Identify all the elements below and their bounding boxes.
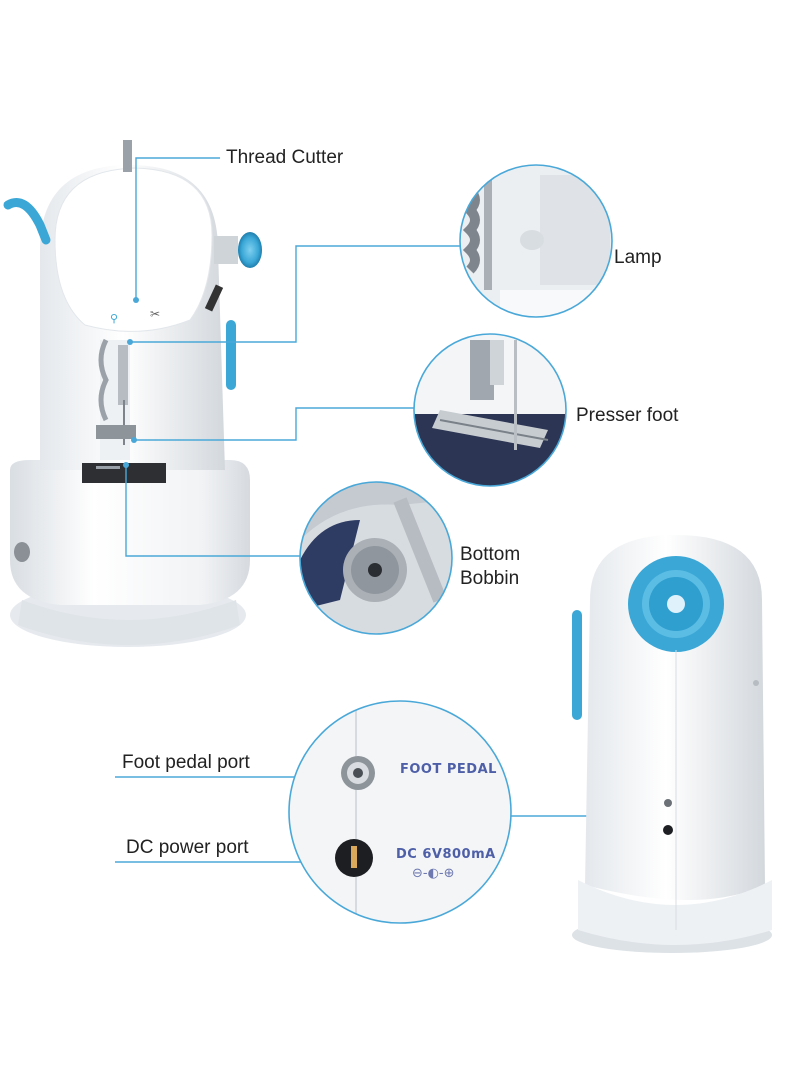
thread-cutter-label: Thread Cutter: [226, 147, 344, 168]
lamp-closeup: [459, 164, 613, 318]
bottom-bobbin-line1: Bottom: [460, 544, 521, 565]
bobbin-closeup: [299, 481, 453, 635]
dc-rating-printed-text: DC 6V800mA: [396, 847, 496, 862]
polarity-symbol: ⊖-◐-⊕: [412, 866, 455, 881]
dc-power-port-label: DC power port: [126, 837, 249, 858]
ports-closeup: [288, 700, 512, 924]
lamp-label: Lamp: [614, 247, 662, 268]
bottom-bobbin-label: Bottom Bobbin: [460, 543, 520, 591]
sewing-machine-front: ⚲ ✂: [3, 140, 262, 647]
svg-text:✂: ✂: [150, 307, 160, 321]
presser-foot-label: Presser foot: [576, 405, 679, 426]
bottom-bobbin-line2: Bobbin: [460, 568, 520, 589]
presser-foot-closeup: [413, 333, 567, 487]
foot-pedal-port-label: Foot pedal port: [122, 752, 250, 773]
foot-pedal-printed-text: FOOT PEDAL: [400, 762, 497, 777]
svg-text:⚲: ⚲: [110, 312, 118, 325]
sewing-machine-rear: [572, 535, 772, 953]
